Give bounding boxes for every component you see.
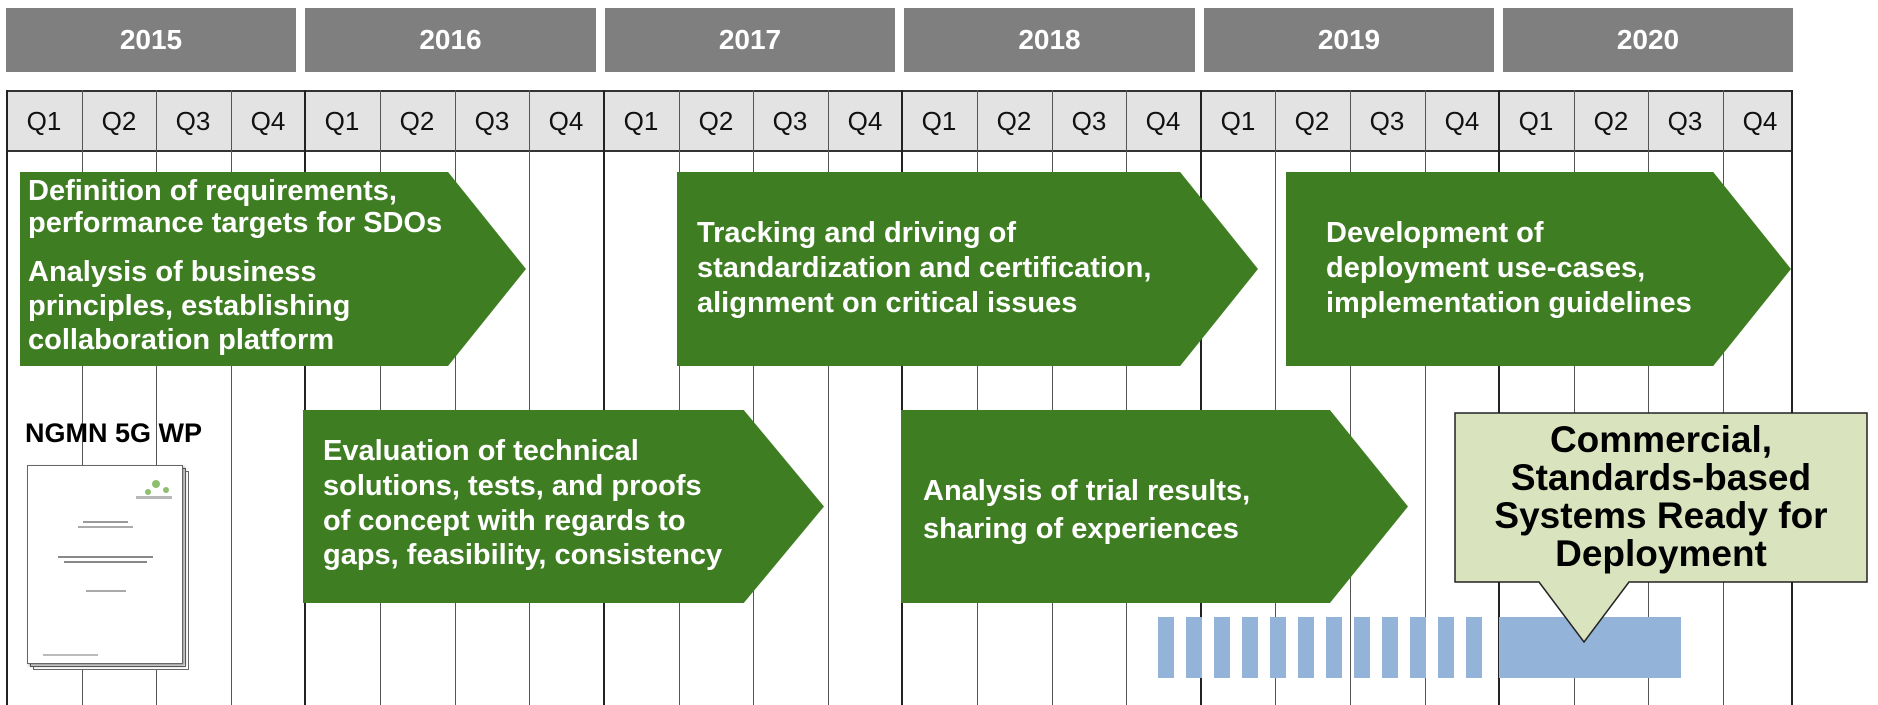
grid-line — [679, 90, 680, 705]
business-analysis-text: Analysis of business principles, establi… — [28, 256, 351, 356]
dashed-bar-segment — [1270, 617, 1286, 678]
dashed-bar-segment — [1326, 617, 1342, 678]
dashed-bar-segment — [1242, 617, 1258, 678]
callout-bubble — [1454, 412, 1868, 644]
dashed-bar-segment — [1438, 617, 1454, 678]
quarter-label: Q2 — [698, 105, 734, 136]
dashed-bar-segment — [1298, 617, 1314, 678]
quarter-label: Q1 — [324, 105, 360, 136]
grid-line — [753, 90, 754, 705]
requirements-text: Definition of requirements, performance … — [28, 175, 443, 239]
grid-line — [1498, 90, 1500, 705]
grid-line — [1200, 90, 1202, 705]
grid-line — [1723, 90, 1724, 705]
year-header-2018: 2018 — [904, 8, 1195, 72]
evaluation-arrow: Evaluation of technical solutions, tests… — [303, 410, 824, 603]
grid-line — [1052, 90, 1053, 705]
quarter-label: Q4 — [1145, 105, 1181, 136]
document-page-front — [27, 465, 183, 664]
grid-line — [603, 90, 605, 705]
dashed-bar-segment — [1158, 617, 1174, 678]
quarter-label: Q2 — [399, 105, 435, 136]
grid-line — [304, 90, 306, 705]
year-header-2017: 2017 — [605, 8, 895, 72]
grid-line — [1425, 90, 1426, 705]
grid-line — [156, 90, 157, 705]
grid-line — [231, 90, 232, 705]
grid-line — [6, 90, 8, 705]
quarter-label: Q4 — [847, 105, 883, 136]
grid-line — [977, 90, 978, 705]
quarter-label: Q3 — [1667, 105, 1703, 136]
trial-results-arrow: Analysis of trial results, sharing of ex… — [901, 410, 1408, 603]
grid-line — [529, 90, 530, 705]
standardization-arrow: Tracking and driving of standardization … — [677, 172, 1258, 366]
quarter-label: Q4 — [250, 105, 286, 136]
quarter-label: Q3 — [1071, 105, 1107, 136]
year-header-2020: 2020 — [1503, 8, 1793, 72]
dashed-bar-segment — [1214, 617, 1230, 678]
quarter-label: Q1 — [1220, 105, 1256, 136]
quarter-header-row — [6, 90, 1792, 152]
grid-line — [455, 90, 456, 705]
quarter-label: Q4 — [548, 105, 584, 136]
year-header-2016: 2016 — [305, 8, 596, 72]
grid-line — [1275, 90, 1276, 705]
quarter-label: Q2 — [1593, 105, 1629, 136]
year-header-2015: 2015 — [6, 8, 296, 72]
deployment-guidelines-arrow: Development of deployment use-cases, imp… — [1286, 172, 1791, 366]
standardization-text: Tracking and driving of standardization … — [697, 217, 1152, 319]
white-paper-label: NGMN 5G WP — [25, 418, 203, 448]
grid-line — [1791, 90, 1793, 705]
dashed-bar-segment — [1186, 617, 1202, 678]
callout-text: Commercial, Standards-based Systems Read… — [1494, 418, 1828, 575]
quarter-label: Q1 — [921, 105, 957, 136]
quarter-label: Q1 — [623, 105, 659, 136]
quarter-label: Q3 — [175, 105, 211, 136]
year-header-2019: 2019 — [1204, 8, 1494, 72]
deployment-guidelines-text: Development of deployment use-cases, imp… — [1326, 217, 1692, 319]
grid-line — [1574, 90, 1575, 705]
quarter-label: Q2 — [996, 105, 1032, 136]
evaluation-text: Evaluation of technical solutions, tests… — [323, 435, 723, 572]
document-cover-art — [43, 480, 172, 656]
dashed-bar-segment — [1354, 617, 1370, 678]
quarter-label: Q1 — [26, 105, 62, 136]
grid-line — [1126, 90, 1127, 705]
dashed-bar-segment — [1410, 617, 1426, 678]
grid-line — [901, 90, 903, 705]
requirements-arrow: Definition of requirements, performance … — [20, 172, 526, 366]
quarter-label: Q2 — [101, 105, 137, 136]
trial-results-text: Analysis of trial results, sharing of ex… — [923, 475, 1251, 546]
dashed-bar-segment — [1382, 617, 1398, 678]
dashed-bar-segment — [1466, 617, 1482, 678]
quarter-label: Q1 — [1518, 105, 1554, 136]
quarter-label: Q3 — [772, 105, 808, 136]
quarter-label: Q4 — [1444, 105, 1480, 136]
quarter-label: Q3 — [1369, 105, 1405, 136]
grid-line — [1350, 90, 1351, 705]
grid-line — [1648, 90, 1649, 705]
quarter-label: Q2 — [1294, 105, 1330, 136]
quarter-label: Q3 — [474, 105, 510, 136]
grid-line — [828, 90, 829, 705]
quarter-label: Q4 — [1742, 105, 1778, 136]
grid-line — [82, 90, 83, 705]
grid-line — [380, 90, 381, 705]
